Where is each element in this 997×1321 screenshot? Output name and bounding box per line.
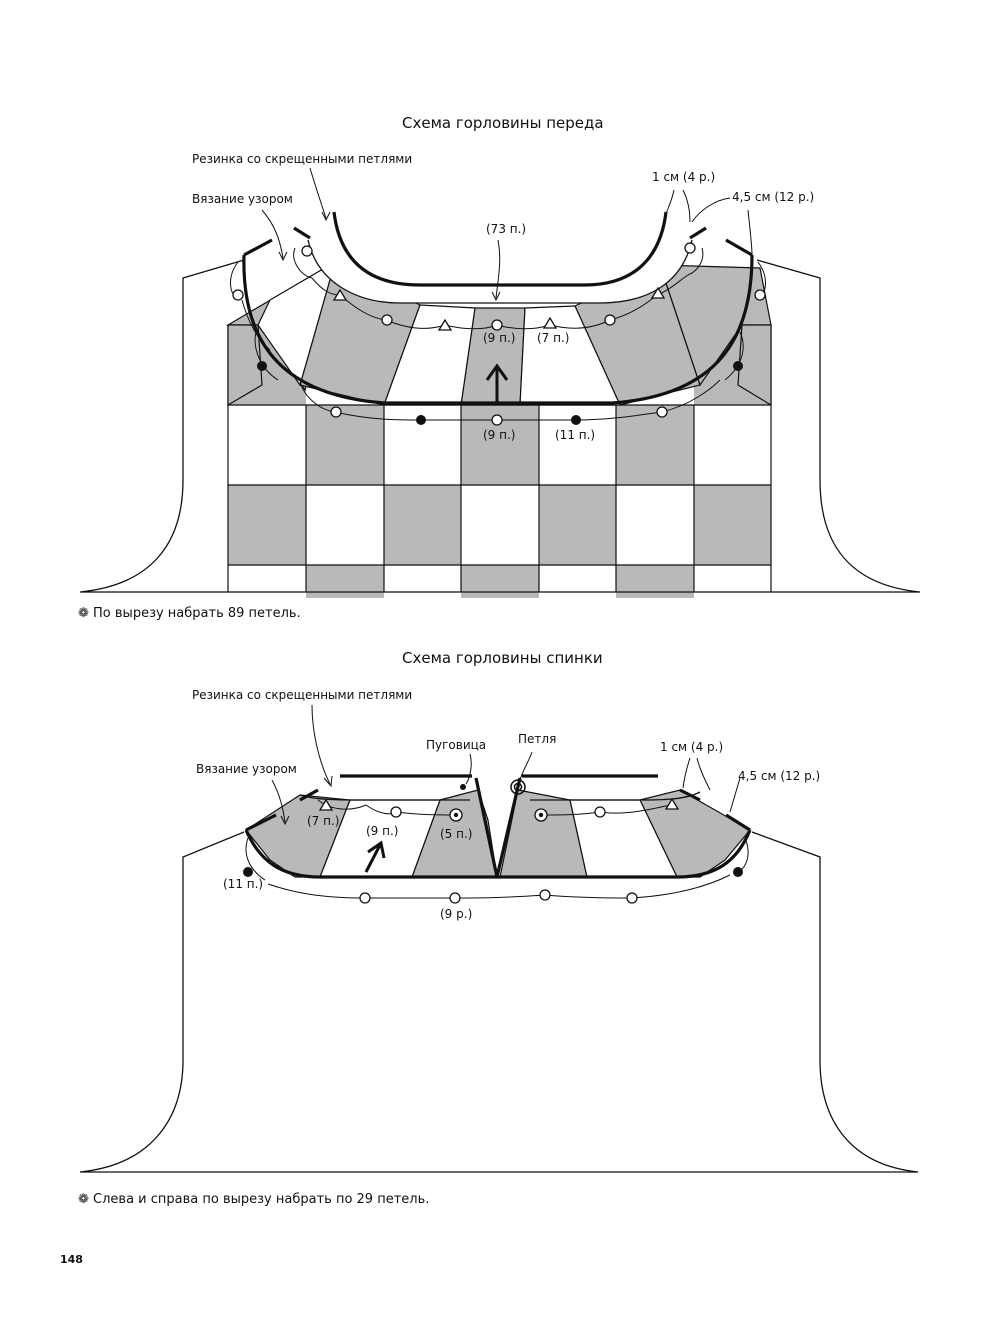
front-garment-outline bbox=[79, 259, 921, 593]
front-label-73p: (73 п.) bbox=[486, 222, 527, 236]
back-label-loop: Петля bbox=[518, 732, 557, 746]
back-diagram-title: Схема горловины спинки bbox=[402, 649, 603, 667]
back-label-7p: (7 п.) bbox=[307, 814, 340, 828]
front-shoulder-ticks bbox=[243, 226, 753, 257]
back-label-rib: Резинка со скрещенными петлями bbox=[192, 688, 413, 702]
front-note-text: По вырезу набрать 89 петель. bbox=[93, 606, 301, 621]
front-label-45cm: 4,5 см (12 р.) bbox=[732, 190, 815, 204]
back-label-9p: (9 п.) bbox=[366, 824, 399, 838]
front-diagram-title: Схема горловины переда bbox=[402, 114, 604, 132]
page-number: 148 bbox=[60, 1253, 83, 1266]
front-open-circle-markers bbox=[232, 242, 766, 426]
front-note: ❁ По вырезу набрать 89 петель. bbox=[78, 606, 301, 621]
front-filled-dot-markers bbox=[257, 361, 743, 425]
front-neck-inner-curve bbox=[307, 239, 693, 304]
back-label-11p: (11 п.) bbox=[223, 877, 264, 891]
front-label-9p-top: (9 п.) bbox=[483, 331, 516, 345]
back-note-text: Слева и справа по вырезу набрать по 29 п… bbox=[93, 1192, 430, 1207]
back-label-1cm: 1 см (4 р.) bbox=[660, 740, 724, 754]
front-direction-arrow bbox=[485, 363, 509, 402]
back-label-5p: (5 п.) bbox=[440, 827, 473, 841]
back-label-9r: (9 р.) bbox=[440, 907, 473, 921]
front-triangle-markers bbox=[332, 286, 666, 331]
front-label-9p-bottom: (9 п.) bbox=[483, 428, 516, 442]
front-label-rib: Резинка со скрещенными петлями bbox=[192, 152, 413, 166]
back-note: ❁ Слева и справа по вырезу набрать по 29… bbox=[78, 1192, 429, 1207]
back-label-button: Пуговица bbox=[426, 738, 487, 752]
front-rib-bold-curve bbox=[332, 211, 668, 287]
front-label-pattern: Вязание узором bbox=[192, 192, 293, 206]
front-yoke-white bbox=[257, 260, 621, 406]
back-note-bullet-icon: ❁ bbox=[78, 1192, 94, 1207]
front-label-1cm: 1 см (4 р.) bbox=[652, 170, 716, 184]
front-label-7p: (7 п.) bbox=[537, 331, 570, 345]
front-note-bullet-icon: ❁ bbox=[78, 606, 94, 621]
back-label-45cm: 4,5 см (12 р.) bbox=[738, 769, 821, 783]
front-leader-lines bbox=[261, 167, 753, 302]
front-yoke-outer-curve bbox=[242, 254, 754, 405]
back-label-pattern: Вязание узором bbox=[196, 762, 297, 776]
front-label-11p: (11 п.) bbox=[555, 428, 596, 442]
